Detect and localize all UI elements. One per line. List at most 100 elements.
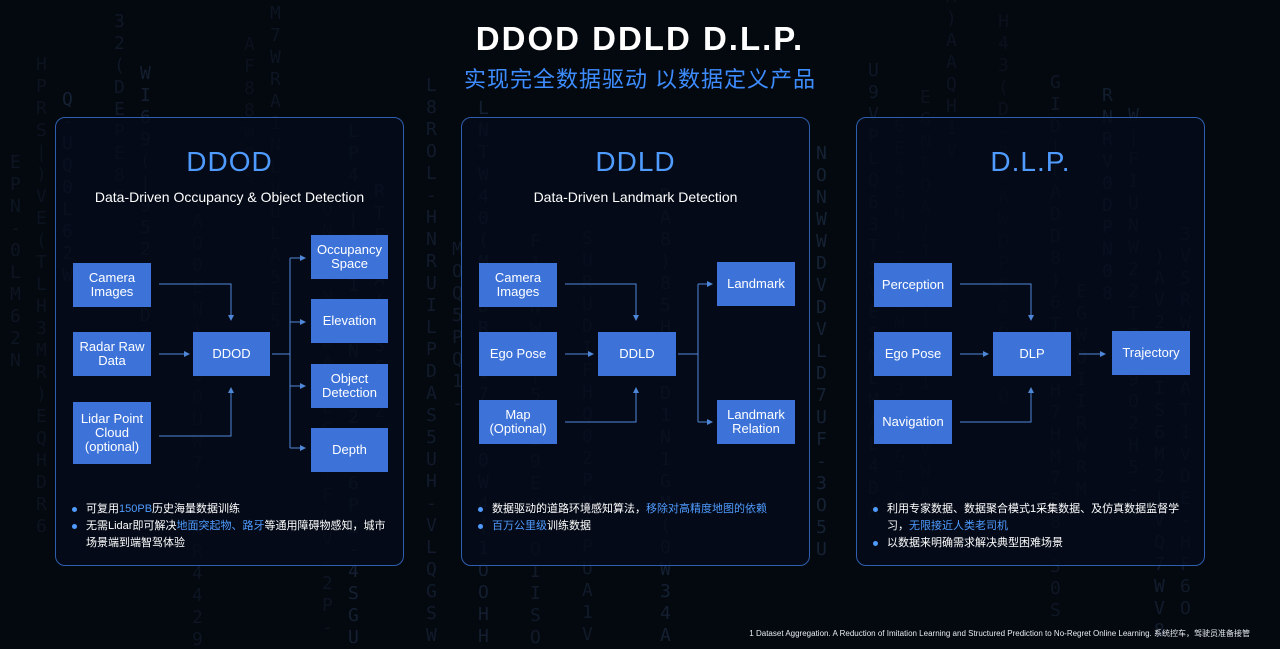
svg-text:O: O [426,141,437,162]
svg-text:4: 4 [192,585,203,606]
svg-text:7: 7 [816,385,827,406]
svg-text:R: R [36,362,47,383]
svg-text:1: 1 [582,602,593,623]
svg-text:5: 5 [816,517,827,538]
svg-text:I: I [530,583,541,604]
svg-text:(: ( [36,230,47,251]
svg-text:3: 3 [1050,556,1061,577]
svg-text:F: F [244,56,255,77]
svg-text:A: A [660,625,671,646]
svg-text:E: E [920,87,931,108]
dlp-heading: D.L.P. [990,146,1071,177]
svg-text:-: - [816,451,827,472]
dlp-bullets: 利用专家数据、数据聚合模式1采集数据、及仿真数据监督学习，无限接近人类老司机 以… [873,501,1193,552]
ddld-connectors [565,281,713,425]
svg-text:1: 1 [452,371,463,392]
ddod-bullets: 可复用150PB历史海量数据训练 无需Lidar即可解决地面突起物、路牙等通用障… [72,501,392,552]
svg-text:Q: Q [36,428,47,449]
footnote: 1 Dataset Aggregation. A Reduction of Im… [749,629,1250,638]
bullet-dot-icon [72,507,77,512]
svg-text:W: W [426,625,437,646]
svg-text:5: 5 [426,427,437,448]
svg-text:S: S [348,583,359,604]
svg-text:A: A [270,91,281,112]
svg-text:W: W [660,559,671,580]
ddld-heading: DDLD [595,146,676,177]
lidar-point-cloud-node: Lidar Point Cloud (optional) [73,402,151,464]
svg-text:3: 3 [816,473,827,494]
svg-text:V: V [426,515,437,536]
svg-text:O: O [1180,598,1191,619]
svg-text:3: 3 [998,55,1009,76]
svg-text:H: H [478,604,489,625]
svg-text:-: - [426,493,437,514]
svg-text:2: 2 [114,33,125,54]
svg-text:Q: Q [452,283,463,304]
svg-text:M: M [270,3,281,24]
svg-text:H: H [426,207,437,228]
svg-text:L: L [10,262,21,283]
svg-text:V: V [36,186,47,207]
camera-images-node: Camera Images [73,263,151,307]
page-subtitle: 实现完全数据驱动 以数据定义产品 [463,67,817,92]
svg-text:M: M [36,340,47,361]
trajectory-node: Trajectory [1112,331,1190,375]
svg-text:U: U [816,407,827,428]
svg-text:P: P [10,174,21,195]
svg-text:0: 0 [1050,578,1061,599]
svg-text:U: U [816,539,827,560]
svg-text:): ) [36,164,47,185]
bullet-item: 数据驱动的道路环境感知算法，移除对高精度地图的依赖 [478,501,798,518]
svg-text:N: N [816,143,827,164]
landmark-relation-node: Landmark Relation [717,400,795,444]
svg-text:P: P [322,595,333,616]
svg-text:D: D [36,472,47,493]
svg-text:3: 3 [114,11,125,32]
dlp-panel: D.L.P. Perception Ego Pose Navigation DL… [856,117,1205,566]
svg-text:W: W [1154,576,1165,597]
svg-text:N: N [10,350,21,371]
bullet-item: 利用专家数据、数据聚合模式1采集数据、及仿真数据监督学习，无限接近人类老司机 [873,501,1193,535]
svg-text:Q: Q [452,349,463,370]
svg-text:6: 6 [1180,576,1191,597]
svg-text:U: U [582,558,593,579]
svg-text:L: L [426,75,437,96]
svg-text:D: D [426,361,437,382]
svg-text:9: 9 [868,82,879,103]
dlp-center-node: DLP [993,332,1071,376]
bullet-item: 百万公里级训练数据 [478,518,798,535]
svg-text:8: 8 [1154,620,1165,641]
svg-text:(: ( [998,77,1009,98]
svg-text:A: A [426,383,437,404]
svg-text:R: R [1102,85,1113,106]
svg-text:H: H [426,471,437,492]
svg-text:M: M [946,0,957,7]
page-title: DDOD DDLD D.L.P. [475,20,805,57]
svg-text:H: H [36,296,47,317]
svg-text:S: S [426,405,437,426]
svg-text:A: A [946,52,957,73]
svg-text:L: L [36,274,47,295]
dlp-connectors [960,283,1106,423]
svg-text:8: 8 [426,97,437,118]
svg-text:7: 7 [270,25,281,46]
svg-text:U: U [426,449,437,470]
svg-text:O: O [478,582,489,603]
bullet-dot-icon [873,507,878,512]
svg-text:V: V [816,275,827,296]
svg-text:): ) [36,384,47,405]
ddod-panel: DDOD Data-Driven Occupancy & Object Dete… [55,117,404,566]
svg-text:L: L [478,98,489,119]
svg-text:N: N [10,196,21,217]
svg-text:L: L [426,163,437,184]
bullet-dot-icon [873,541,878,546]
svg-text:-: - [322,617,333,638]
svg-text:H: H [946,96,957,117]
svg-text:H: H [36,450,47,471]
bullet-item: 无需Lidar即可解决地面突起物、路牙等通用障碍物感知，城市场景端到端智驾体验 [72,518,392,552]
ddod-center-node: DDOD [193,332,270,376]
svg-text:V: V [1154,598,1165,619]
svg-text:|: | [36,142,47,163]
ddld-subheading: Data-Driven Landmark Detection [533,189,738,205]
svg-text:E: E [114,99,125,120]
